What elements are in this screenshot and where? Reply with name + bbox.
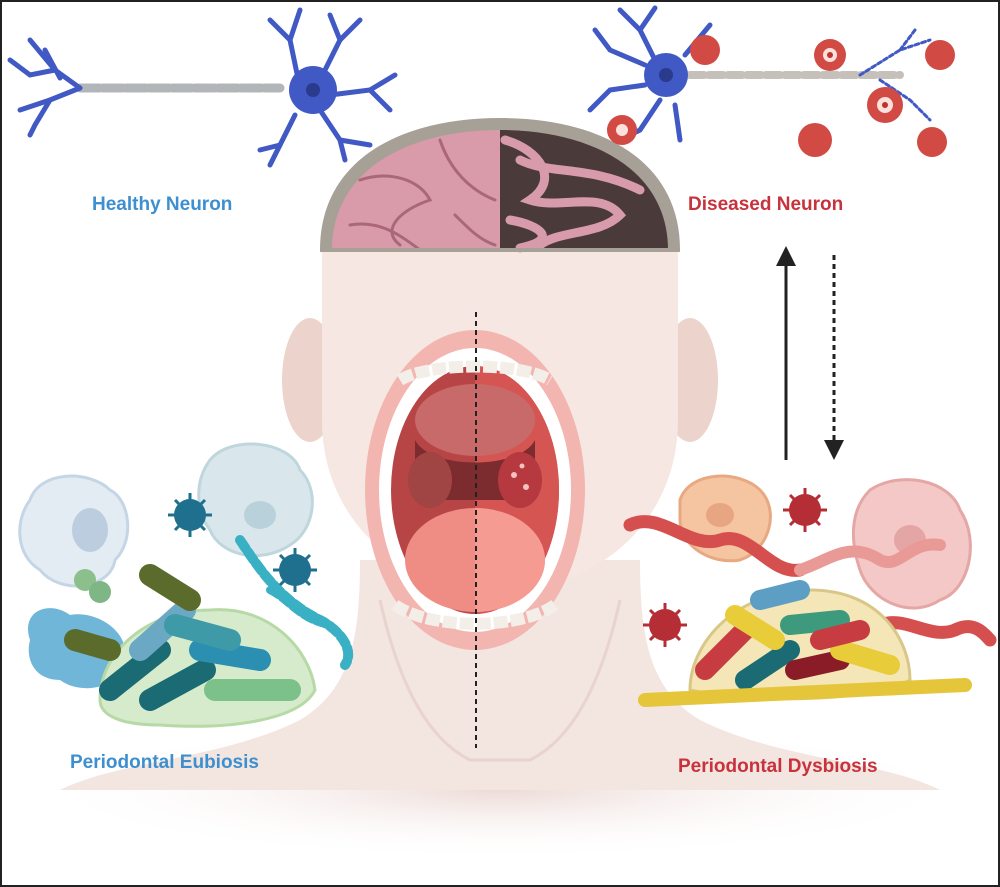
bacteria-cluster-icon [18,442,354,728]
amyloid-plaques [607,35,955,157]
pathogen-cluster-icon [623,474,997,707]
diseased-neuron-icon [587,5,932,143]
neuron-icon [7,7,398,168]
brain-icon [320,118,680,253]
dashed-arrow-down-icon [824,255,844,460]
arrow-up-icon [776,246,796,460]
diseased-neuron-label: Diseased Neuron [688,194,844,215]
periodontal-dysbiosis-label: Periodontal Dysbiosis [678,756,878,777]
healthy-neuron-label: Healthy Neuron [92,194,233,215]
open-mouth-icon [365,330,585,650]
periodontal-eubiosis-label: Periodontal Eubiosis [70,752,259,773]
neck-shoulders [30,560,970,860]
